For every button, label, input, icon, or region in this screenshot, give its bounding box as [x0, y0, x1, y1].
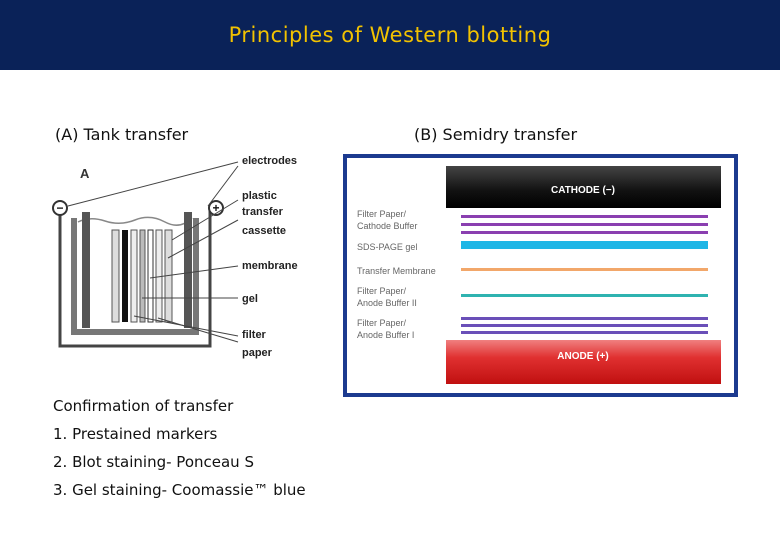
- filter-anode1-stripe-3: [461, 331, 708, 334]
- layer-label-filter-cathode-1: Filter Paper/: [357, 209, 407, 219]
- minus-symbol: −: [56, 201, 63, 215]
- filter-anode1-stripe-2: [461, 324, 708, 327]
- filter-cathode-stripe-3: [461, 231, 708, 234]
- layer-label-membrane: Transfer Membrane: [357, 266, 436, 276]
- leader-lines: [67, 161, 239, 343]
- anode-plate: [446, 340, 721, 384]
- plus-symbol: +: [212, 201, 219, 215]
- confirmation-heading: Confirmation of transfer: [53, 397, 234, 415]
- label-electrodes: electrodes: [242, 155, 297, 167]
- filter-cathode-stripe-1: [461, 215, 708, 218]
- cathode-plate: [82, 212, 90, 328]
- membrane-sheet: [147, 229, 154, 323]
- anode-plate: [184, 212, 192, 328]
- semidry-transfer-title: (B) Semidry transfer: [414, 125, 578, 144]
- confirmation-item-1: 1. Prestained markers: [53, 425, 218, 443]
- tank-transfer-diagram: A − + electrodes plastic transfer casset…: [52, 155, 298, 359]
- label-transfer: transfer: [242, 206, 284, 218]
- sponge-left: [122, 230, 128, 322]
- filter-cathode-stripe-2: [461, 223, 708, 226]
- layer-label-filter-anode2-1: Filter Paper/: [357, 286, 407, 296]
- label-gel: gel: [242, 293, 258, 305]
- anode-label: ANODE (+): [557, 351, 608, 362]
- label-paper: paper: [242, 347, 273, 359]
- label-filter: filter: [242, 329, 267, 341]
- confirmation-item-3: 3. Gel staining- Coomassie™ blue: [53, 481, 306, 499]
- label-membrane: membrane: [242, 260, 298, 272]
- layer-label-filter-anode1-1: Filter Paper/: [357, 318, 407, 328]
- gel-stripe: [461, 241, 708, 249]
- label-cassette: cassette: [242, 225, 286, 237]
- membrane-stripe: [461, 268, 708, 271]
- layer-label-gel: SDS-PAGE gel: [357, 242, 417, 252]
- cassette-left: [111, 229, 120, 323]
- page-title: Principles of Western blotting: [228, 23, 552, 47]
- confirmation-list: Confirmation of transfer 1. Prestained m…: [53, 392, 306, 504]
- cathode-label: CATHODE (−): [551, 185, 615, 196]
- cathode-plate: [446, 166, 721, 208]
- tank-inner-wall: [71, 218, 199, 335]
- filter-anode2-stripe: [461, 294, 708, 297]
- filter-paper-left: [130, 229, 138, 323]
- confirmation-item-2: 2. Blot staining- Ponceau S: [53, 453, 254, 471]
- layer-label-filter-cathode-2: Cathode Buffer: [357, 221, 417, 231]
- title-bar: Principles of Western blotting: [0, 0, 780, 70]
- layer-label-filter-anode1-2: Anode Buffer I: [357, 330, 414, 340]
- figure-letter-a: A: [80, 166, 90, 181]
- label-plastic: plastic: [242, 190, 277, 202]
- minus-electrode-icon: [52, 200, 68, 216]
- gel-slab: [139, 229, 146, 323]
- layer-label-filter-anode2-2: Anode Buffer II: [357, 298, 417, 308]
- tank-outer-wall: [58, 210, 212, 348]
- semidry-transfer-diagram: CATHODE (−) ANODE (+) Filter Paper/ Cath…: [343, 154, 738, 397]
- layer-stripes: [461, 215, 708, 334]
- buffer-surface: [77, 216, 193, 226]
- tank-transfer-title: (A) Tank transfer: [55, 125, 189, 144]
- filter-anode1-stripe-1: [461, 317, 708, 320]
